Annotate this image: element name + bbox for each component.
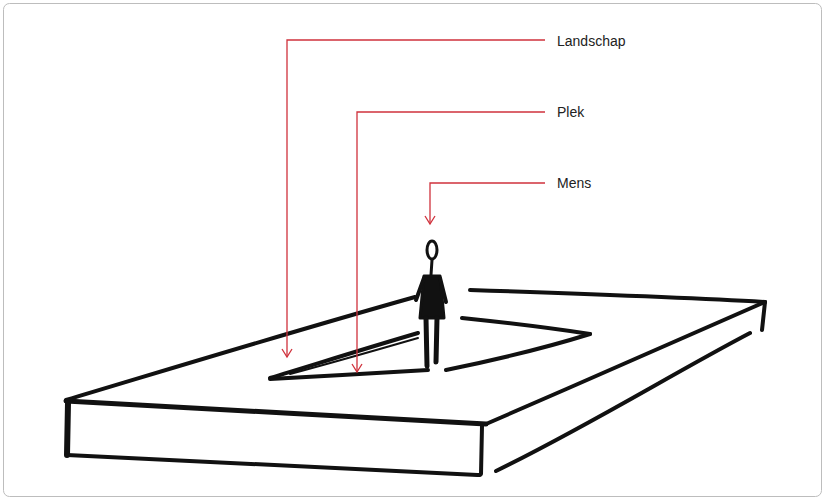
slab-edge xyxy=(486,302,765,424)
callout-label: Plek xyxy=(557,103,584,121)
place-edge xyxy=(462,318,590,334)
leader-line xyxy=(287,40,545,357)
person-arm xyxy=(416,278,446,302)
slab-edge xyxy=(496,333,750,471)
frame-border xyxy=(4,4,822,497)
slab-sketch xyxy=(66,290,765,475)
person-leg xyxy=(426,318,437,366)
slab-edge xyxy=(66,401,486,424)
person-head xyxy=(427,241,437,259)
slab-edge xyxy=(470,290,765,302)
leader-arrowhead xyxy=(282,349,292,357)
slab-edge xyxy=(481,426,482,474)
leader-lines xyxy=(282,40,545,372)
slab-edge xyxy=(67,455,480,475)
person-figure xyxy=(416,241,446,366)
place-edge xyxy=(290,338,418,374)
slab-edge xyxy=(762,302,765,330)
place-edge xyxy=(270,370,428,379)
person-neck xyxy=(431,260,432,275)
callout-label: Landschap xyxy=(557,32,626,50)
leader-arrowhead xyxy=(425,216,435,224)
leader-arrowhead xyxy=(352,364,362,372)
leader-line xyxy=(357,112,545,372)
place-edge xyxy=(446,334,590,370)
callout-label: Mens xyxy=(557,174,591,192)
leader-line xyxy=(430,183,545,224)
slab-edge xyxy=(67,403,68,455)
